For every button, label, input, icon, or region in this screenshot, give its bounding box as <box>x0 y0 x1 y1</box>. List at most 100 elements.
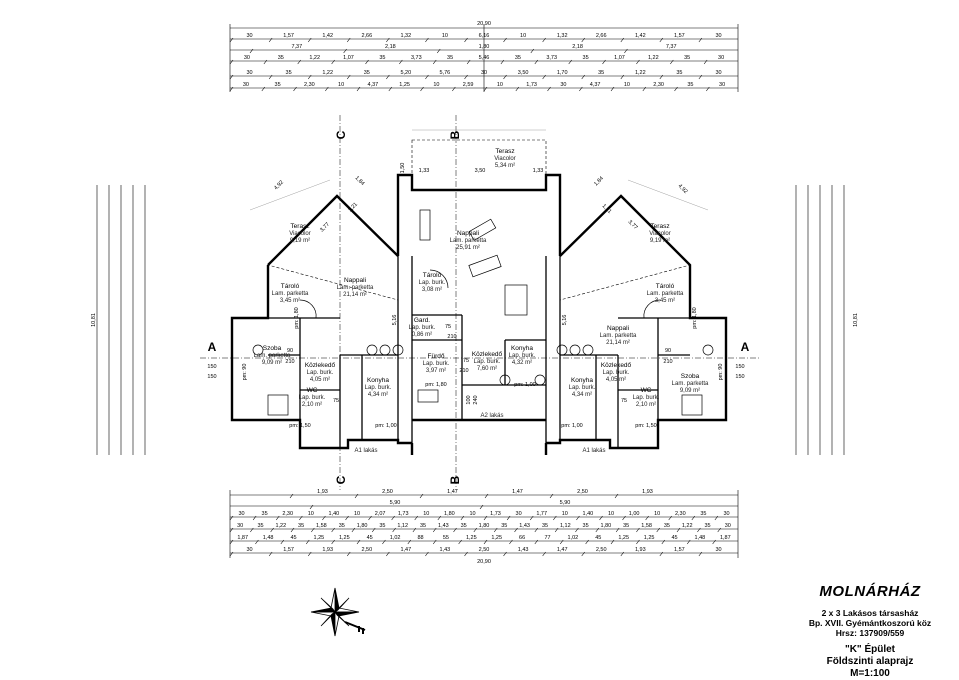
top-dimension-chains <box>229 24 739 92</box>
dimension-label: 1,12 <box>560 523 571 529</box>
dimension-label: 3,73 <box>411 55 422 61</box>
dimension-tick <box>484 493 489 499</box>
dimension-label: 1,02 <box>390 535 401 541</box>
dimension-label: 30 <box>246 547 252 553</box>
dimension-tick <box>464 551 468 557</box>
dimension-tick <box>542 37 546 43</box>
dimension-tick <box>661 539 666 545</box>
project-description: 2 x 3 Lakásos társasház <box>821 608 919 618</box>
dimension-tick <box>686 539 691 545</box>
dimension-tick <box>407 539 412 545</box>
dim-100: 100 <box>466 395 472 404</box>
axis-a-left: A <box>208 340 217 354</box>
room-finish: Lap. burk. <box>419 280 446 286</box>
dim-75-b: 75 <box>445 324 451 330</box>
dimension-label: 30 <box>243 82 249 88</box>
dimension-tick <box>419 493 424 499</box>
dimension-tick <box>356 539 361 545</box>
dimension-label: 1,47 <box>400 547 411 553</box>
dim-184-right: 1,84 <box>593 176 605 188</box>
room-name: Tároló <box>423 272 442 279</box>
room-name: Fürdő <box>428 353 445 360</box>
dimension-tick <box>620 551 625 557</box>
dimension-tick <box>698 74 703 80</box>
dimension-tick <box>698 551 703 557</box>
left-150-a: 150 <box>207 364 216 370</box>
dimension-tick <box>354 493 359 499</box>
room-name: WC <box>641 387 652 394</box>
dimension-label: 30 <box>715 547 721 553</box>
room-area: 3,08 m² <box>422 287 442 293</box>
dimension-tick <box>464 37 468 43</box>
dimension-tick <box>670 59 674 65</box>
dimension-label: 1,22 <box>635 70 646 76</box>
dimension-tick <box>268 74 273 80</box>
room-area: 2,10 m² <box>302 402 322 408</box>
dimension-label: 1,42 <box>635 33 646 39</box>
dimension-tick <box>249 48 254 54</box>
dimension-label: 2,30 <box>282 511 293 517</box>
dimension-label: 1,70 <box>557 70 568 76</box>
room-area: 9,19 m² <box>650 238 670 244</box>
dimension-label: 1,25 <box>491 535 502 541</box>
dimension-tick <box>307 37 312 43</box>
room-finish: Viacolor <box>289 231 311 237</box>
dimension-tick <box>252 515 257 521</box>
dimension-tick <box>676 527 681 533</box>
dimension-label: 7,37 <box>291 44 302 50</box>
room-finish: Lap. burk. <box>423 361 450 367</box>
dimension-tick <box>293 86 297 92</box>
dimension-tick <box>483 86 488 92</box>
dimension-tick <box>345 515 349 521</box>
dimension-tick <box>554 527 559 533</box>
dimension-label: 10 <box>520 33 526 39</box>
dimension-tick <box>697 527 701 533</box>
dimension-tick <box>559 539 564 545</box>
dimension-tick <box>261 86 266 92</box>
room-finish: Lam. parketta <box>672 381 709 387</box>
dimension-tick <box>547 86 551 92</box>
dimension-label: 2,50 <box>577 489 588 495</box>
dimension-label: 35 <box>420 523 426 529</box>
dimension-tick <box>229 551 234 557</box>
dimension-label: 35 <box>583 523 589 529</box>
dimension-label: 35 <box>286 70 292 76</box>
room-finish: Lap. burk. <box>474 359 501 365</box>
dimension-label: 10 <box>433 82 439 88</box>
dimension-tick <box>636 59 640 65</box>
dimension-tick <box>466 59 471 65</box>
dimension-tick <box>479 504 484 510</box>
dimension-label: 2,50 <box>596 547 607 553</box>
room-name: Konyha <box>367 377 389 384</box>
dimension-label: 1,12 <box>397 523 408 529</box>
dimension-label: 35 <box>275 82 281 88</box>
dimension-label: 1,22 <box>275 523 286 529</box>
dimension-tick <box>309 504 314 510</box>
dimension-label: 35 <box>623 523 629 529</box>
dimension-tick <box>343 48 347 54</box>
dimension-label: 10 <box>354 511 360 517</box>
dimension-tick <box>645 515 649 521</box>
dimension-tick <box>436 48 441 54</box>
room-area: 25,91 m² <box>456 245 480 251</box>
dimension-label: 35 <box>684 55 690 61</box>
dimension-label: 77 <box>544 535 550 541</box>
dimension-tick <box>356 86 361 92</box>
dimension-tick <box>346 74 351 80</box>
dimension-tick <box>460 515 465 521</box>
room-area: 5,34 m² <box>495 163 515 169</box>
dimension-label: 10 <box>497 82 503 88</box>
title-block: MOLNÁRHÁZ 2 x 3 Lakásos társasház Bp. XV… <box>790 583 950 680</box>
room-area: 21,14 m² <box>606 340 630 346</box>
dimension-tick <box>382 539 386 545</box>
dimension-label: 2,66 <box>361 33 372 39</box>
dimension-label: 10 <box>608 511 614 517</box>
dimension-label: 1,80 <box>601 523 612 529</box>
dimension-label: 1,80 <box>357 523 368 529</box>
dimension-tick <box>717 527 721 533</box>
